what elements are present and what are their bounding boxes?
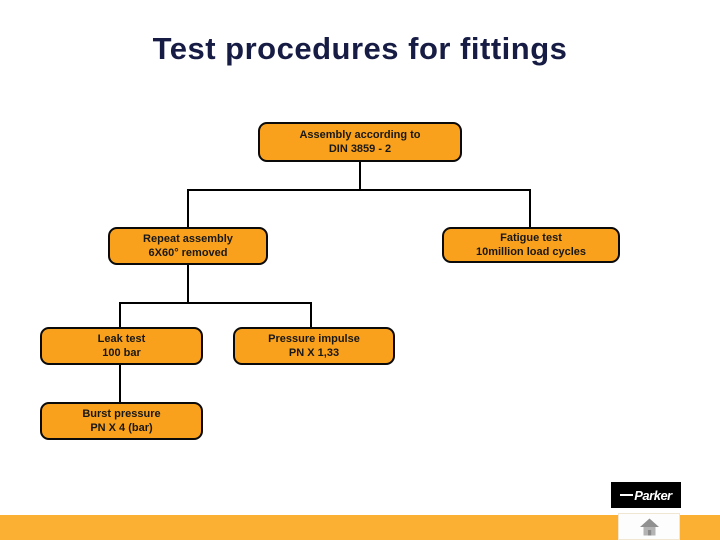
connector-level2-horizontal xyxy=(119,302,312,304)
home-button[interactable] xyxy=(618,513,680,540)
home-icon xyxy=(639,518,659,535)
connector-to-leak xyxy=(119,302,121,327)
connector-to-impulse xyxy=(310,302,312,327)
flow-node-repeat-line1: Repeat assembly xyxy=(143,232,233,245)
flow-node-assembly-line1: Assembly according to xyxy=(299,128,421,141)
flow-node-leak-line2: 100 bar xyxy=(102,347,141,359)
page-title: Test procedures for fittings xyxy=(152,31,568,66)
flow-node-fatigue-line2: 10million load cycles xyxy=(475,246,587,258)
parker-logo: Parker xyxy=(611,482,681,508)
flow-node-pressure-impulse: Pressure impulse PN X 1,33 xyxy=(233,327,395,365)
flow-node-impulse-line1: Pressure impulse xyxy=(268,332,360,345)
connector-assembly-stem xyxy=(359,162,361,191)
connector-to-fatigue xyxy=(529,189,531,227)
connector-to-repeat xyxy=(187,189,189,227)
flow-node-burst-pressure: Burst pressure PN X 4 (bar) xyxy=(40,402,203,440)
flow-node-fatigue-test: Fatigue test 10million load cycles xyxy=(442,227,620,263)
flow-node-repeat-line2: 6X60° removed xyxy=(148,247,228,259)
parker-logo-arrow-line xyxy=(620,494,634,496)
connector-repeat-stem xyxy=(187,265,189,304)
connector-leak-to-burst xyxy=(119,365,121,402)
flow-node-assembly: Assembly according to DIN 3859 - 2 xyxy=(258,122,462,162)
flow-node-impulse-line2: PN X 1,33 xyxy=(288,347,340,359)
flow-node-leak-test: Leak test 100 bar xyxy=(40,327,203,365)
flow-node-fatigue-line1: Fatigue test xyxy=(500,231,562,244)
flow-node-burst-line2: PN X 4 (bar) xyxy=(90,422,153,434)
flow-node-leak-line1: Leak test xyxy=(97,332,146,345)
connector-level1-horizontal xyxy=(187,189,531,191)
flow-node-assembly-line2: DIN 3859 - 2 xyxy=(328,143,392,155)
parker-logo-text: Parker xyxy=(634,487,672,503)
flow-node-burst-line1: Burst pressure xyxy=(82,407,161,420)
flow-node-repeat-assembly: Repeat assembly 6X60° removed xyxy=(108,227,268,265)
footer-bar xyxy=(0,515,720,540)
